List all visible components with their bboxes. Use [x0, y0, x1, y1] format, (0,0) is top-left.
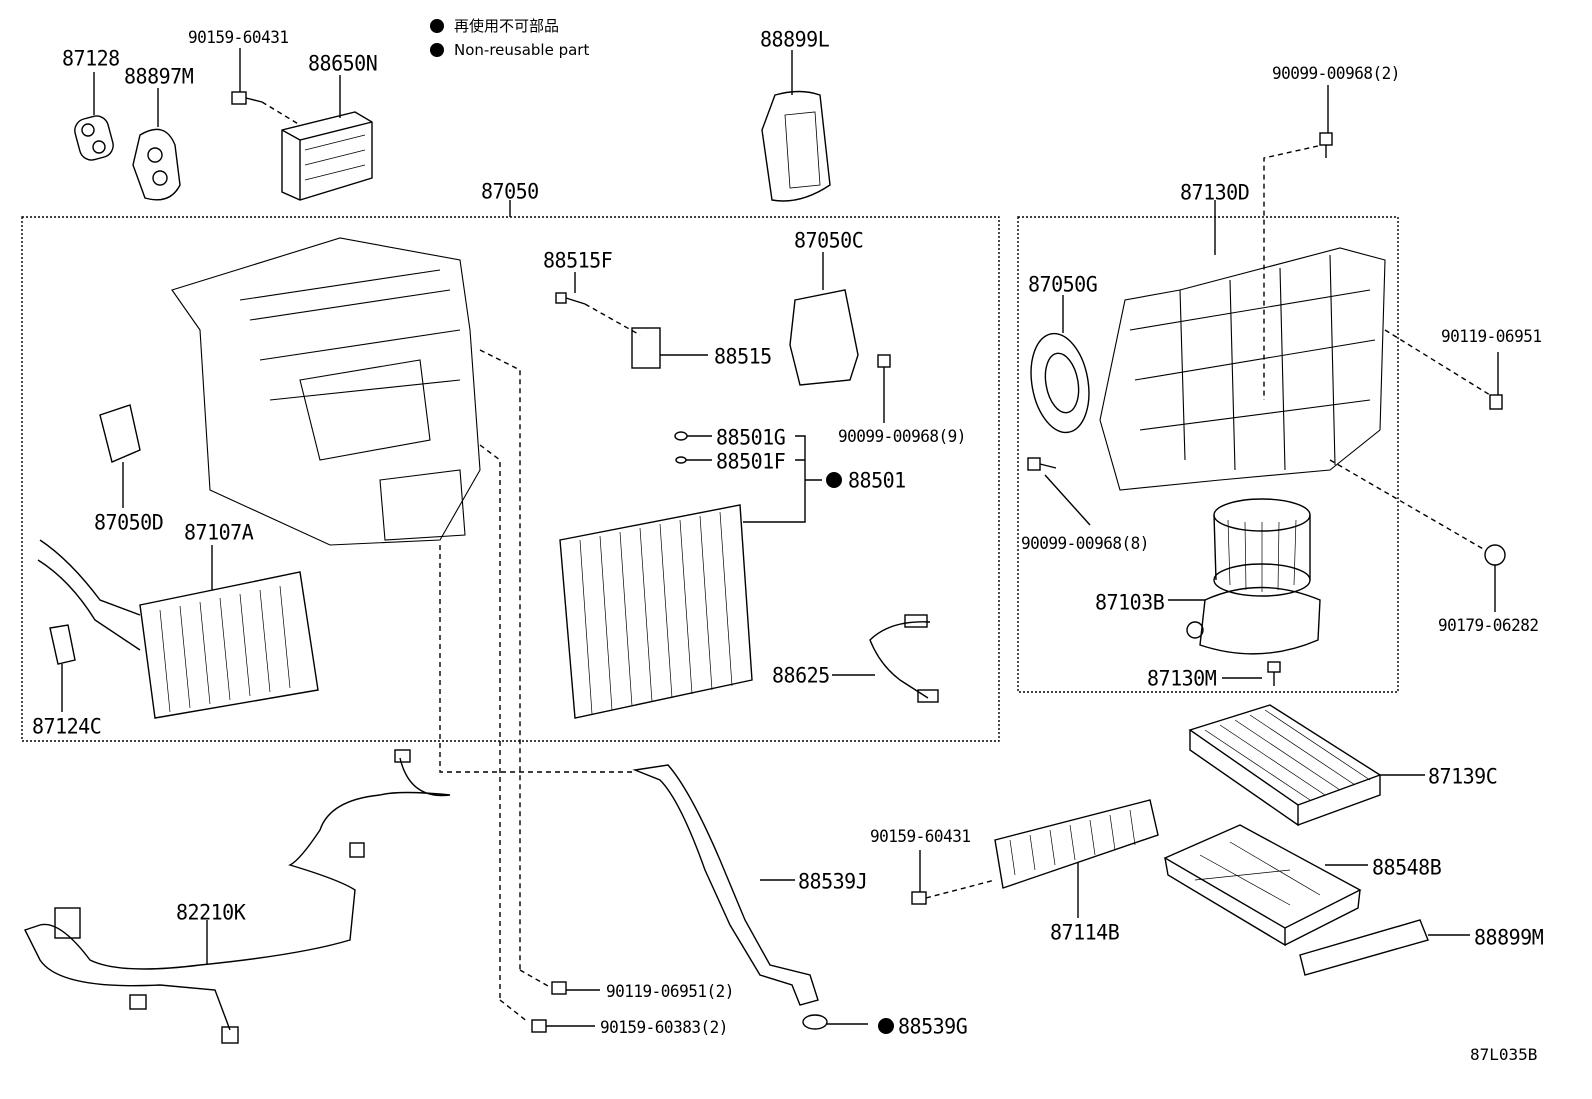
part-label-88899L: 88899L [760, 25, 830, 52]
part-label-90099-00968-9: 90099-00968(9) [838, 425, 966, 447]
sensor-87050D-drawing [99, 404, 141, 463]
blower-motor-87103B-drawing [1186, 498, 1321, 655]
part-label-87114B: 87114B [1050, 918, 1120, 945]
part-label-87128: 87128 [62, 44, 120, 71]
gasket-87128-drawing [74, 115, 114, 161]
bolt-90159-60383-2-drawing [531, 1019, 547, 1033]
servo-87050C-drawing [789, 289, 859, 386]
part-label-90099-00968-2: 90099-00968(2) [1272, 62, 1400, 84]
grommet-90179-06282-drawing [1484, 544, 1506, 566]
gasket-88897M-drawing [132, 128, 181, 201]
seal-88899M-drawing [1299, 919, 1429, 976]
o-ring-88501G-drawing [674, 431, 688, 441]
sealer-88899L-drawing [761, 90, 831, 202]
part-label-87103B: 87103B [1095, 588, 1165, 615]
non-reusable-marker-icon [878, 1018, 894, 1034]
cover-88548B-drawing [1163, 824, 1362, 947]
part-label-88899M: 88899M [1474, 923, 1544, 950]
part-label-87050: 87050 [481, 177, 539, 204]
evaporator-88501-drawing [559, 504, 753, 719]
part-label-88501: 88501 [848, 466, 906, 493]
duct-88539J-drawing [632, 764, 819, 1006]
bolt-88515F-drawing [555, 292, 586, 305]
part-label-82210K: 82210K [176, 898, 246, 925]
blower-unit-group-frame [1017, 216, 1399, 693]
harness-82210K-drawing [24, 749, 451, 1044]
non-reusable-marker-icon [430, 19, 444, 33]
amplifier-88650N-drawing [281, 111, 373, 201]
part-label-87139C: 87139C [1428, 762, 1498, 789]
legend-japanese: 再使用不可部品 [430, 17, 559, 35]
part-label-87107A: 87107A [184, 518, 254, 545]
case-87114B-drawing [994, 799, 1159, 889]
part-label-90099-00968-8: 90099-00968(8) [1021, 532, 1149, 554]
part-label-88650N: 88650N [308, 49, 378, 76]
non-reusable-marker-icon [430, 43, 444, 57]
expansion-valve-88515-drawing [631, 327, 661, 369]
screw-90119-06951-2-drawing [551, 981, 567, 995]
part-label-90119-06951-right: 90119-06951 [1441, 325, 1542, 347]
screw-90099-00968-top-drawing [1319, 132, 1333, 158]
part-label-87124C: 87124C [32, 712, 102, 739]
bolt-90159-60431-mid-drawing [911, 891, 927, 905]
part-label-87050C: 87050C [794, 226, 864, 253]
screw-90099-00968-9-drawing [877, 354, 891, 368]
diagram-code: 87L035B [1470, 1045, 1538, 1064]
part-label-87050G: 87050G [1028, 270, 1098, 297]
o-ring-88501F-drawing [675, 456, 687, 464]
damper-87050G-drawing [1030, 332, 1090, 434]
filter-87139C-drawing [1188, 704, 1382, 827]
clip-88539G-drawing [802, 1014, 828, 1030]
bolt-90159-60431-drawing [231, 91, 263, 105]
non-reusable-marker-icon [826, 472, 842, 488]
legend-english-text: Non-reusable part [454, 41, 590, 59]
screw-87130M-drawing [1267, 661, 1281, 686]
part-label-88501G: 88501G [716, 423, 786, 450]
part-label-90159-60431-top: 90159-60431 [188, 26, 289, 48]
legend-english: Non-reusable part [430, 41, 589, 59]
heater-core-87107A-drawing [37, 539, 319, 719]
part-label-87050D: 87050D [94, 508, 164, 535]
clip-87124C-drawing [49, 624, 76, 665]
part-label-88625: 88625 [772, 661, 830, 688]
part-label-90159-60431-mid: 90159-60431 [870, 825, 971, 847]
part-label-88515: 88515 [714, 342, 772, 369]
part-label-88539J: 88539J [798, 867, 868, 894]
part-label-90119-06951-2: 90119-06951(2) [606, 980, 734, 1002]
blower-case-87130D-drawing [1099, 247, 1386, 491]
part-label-87130D: 87130D [1180, 178, 1250, 205]
screw-90119-06951-right-drawing [1489, 394, 1503, 410]
part-label-88501F: 88501F [716, 447, 786, 474]
part-label-88539G: 88539G [898, 1012, 968, 1039]
part-label-90179-06282: 90179-06282 [1438, 614, 1539, 636]
part-label-87130M: 87130M [1147, 664, 1217, 691]
screw-90099-00968-8-drawing [1027, 457, 1057, 471]
part-label-88897M: 88897M [124, 62, 194, 89]
thermistor-88625-drawing [869, 614, 939, 703]
hvac-case-87050-drawing [171, 237, 481, 546]
part-label-88515F: 88515F [543, 246, 613, 273]
part-label-90159-60383-2: 90159-60383(2) [600, 1016, 728, 1038]
part-label-88548B: 88548B [1372, 853, 1442, 880]
legend-japanese-text: 再使用不可部品 [454, 17, 560, 35]
